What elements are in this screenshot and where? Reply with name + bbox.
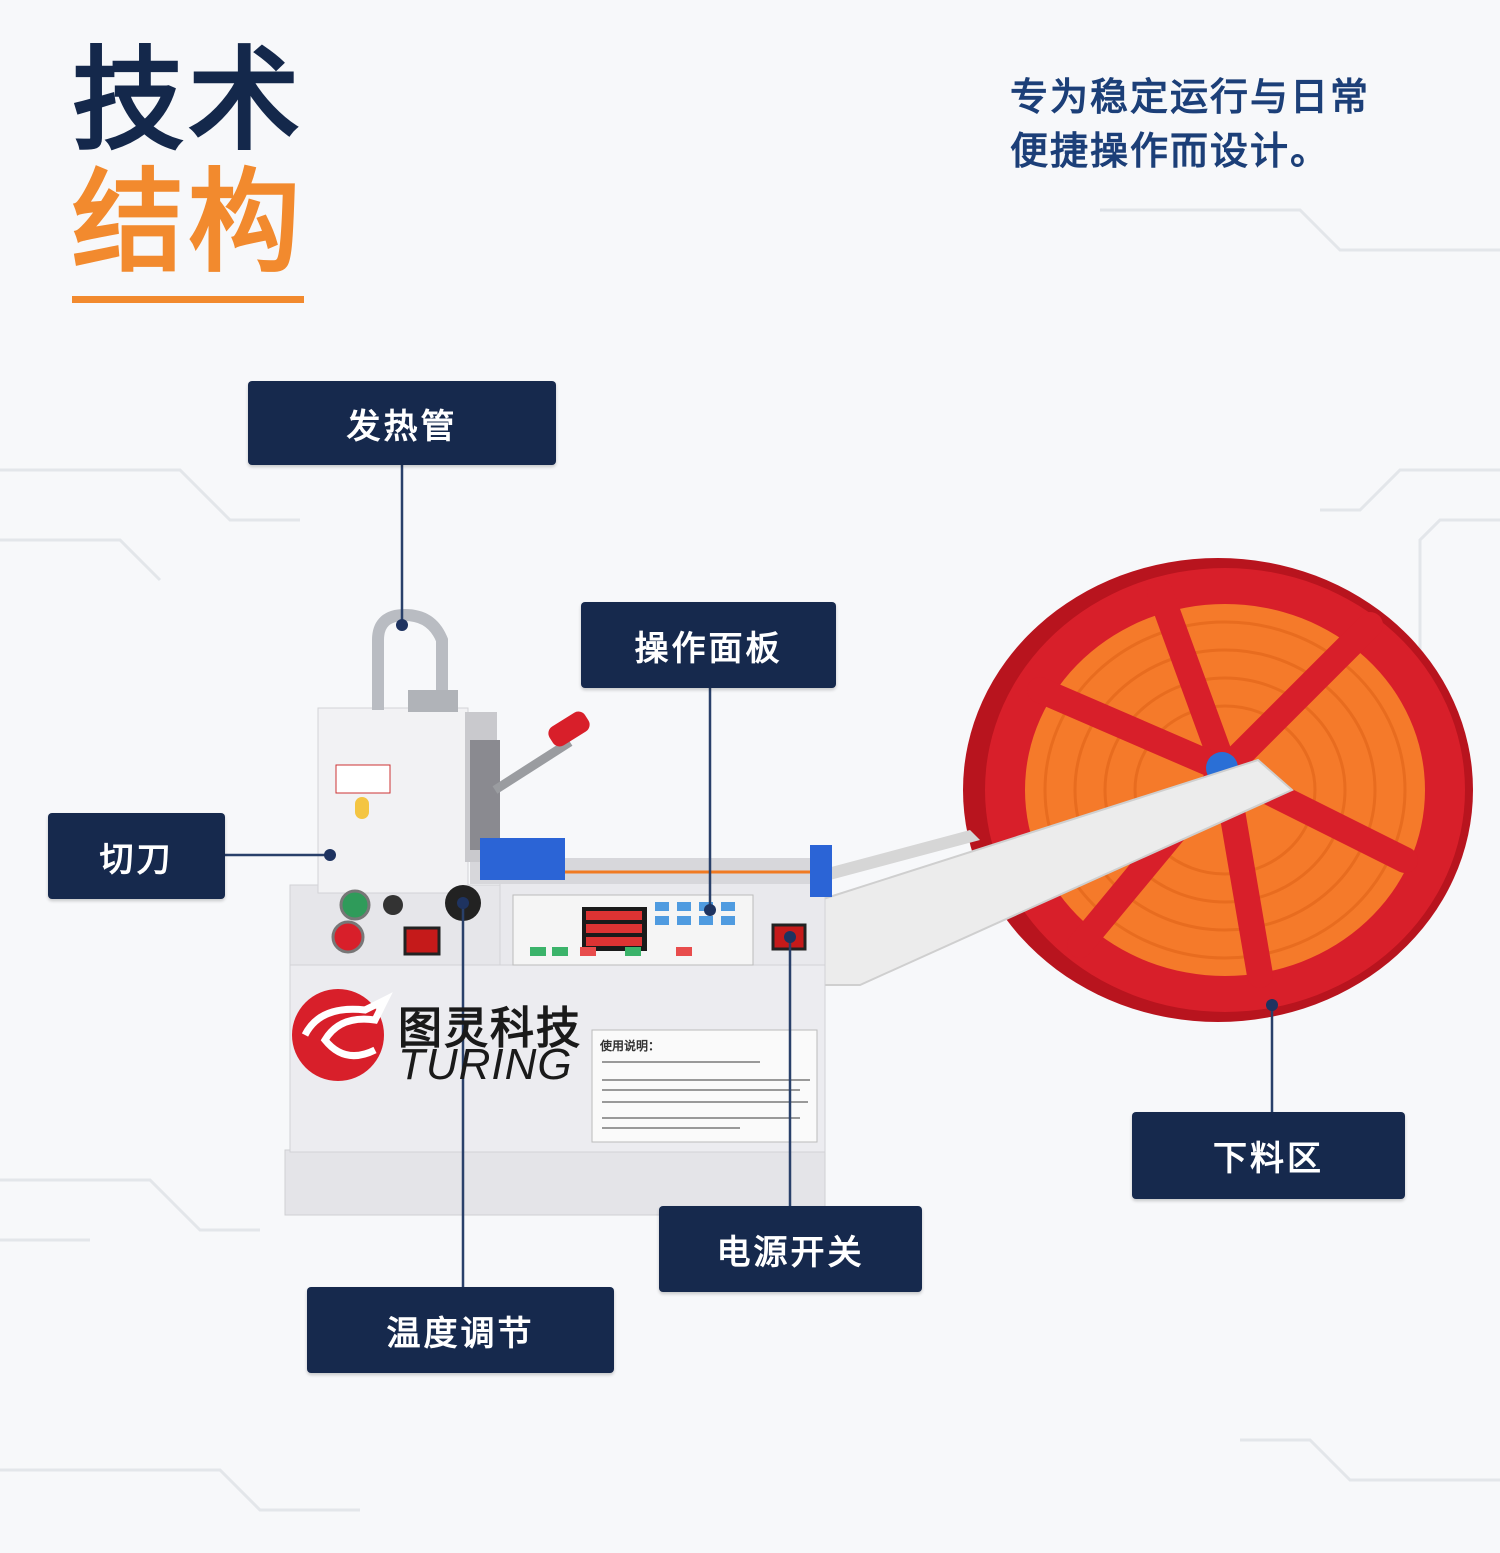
label-discharge: 下料区 bbox=[1132, 1112, 1405, 1199]
callout-lines bbox=[225, 465, 1274, 1287]
circuit-background bbox=[0, 208, 1500, 1512]
machine-body bbox=[284, 608, 832, 1216]
brand-name-en: TURING bbox=[398, 1040, 573, 1089]
label-power: 电源开关 bbox=[659, 1206, 922, 1292]
subtitle-line2: 便捷操作而设计。 bbox=[1010, 129, 1331, 173]
label-temp: 温度调节 bbox=[307, 1287, 614, 1373]
label-heater: 发热管 bbox=[248, 381, 556, 465]
title-underline bbox=[72, 296, 304, 303]
subtitle-line1: 专为稳定运行与日常 bbox=[1010, 75, 1371, 119]
title-block: 技术 结构 bbox=[72, 40, 304, 284]
title-line1: 技术 bbox=[72, 36, 304, 166]
title-line2: 结构 bbox=[72, 158, 304, 288]
subtitle: 专为稳定运行与日常 便捷操作而设计。 bbox=[1010, 70, 1430, 178]
label-cutter: 切刀 bbox=[48, 813, 225, 899]
brand-name-cn: 图灵科技 bbox=[398, 1003, 582, 1054]
label-panel: 操作面板 bbox=[581, 602, 836, 688]
instructions-title: 使用说明： bbox=[600, 1039, 661, 1053]
